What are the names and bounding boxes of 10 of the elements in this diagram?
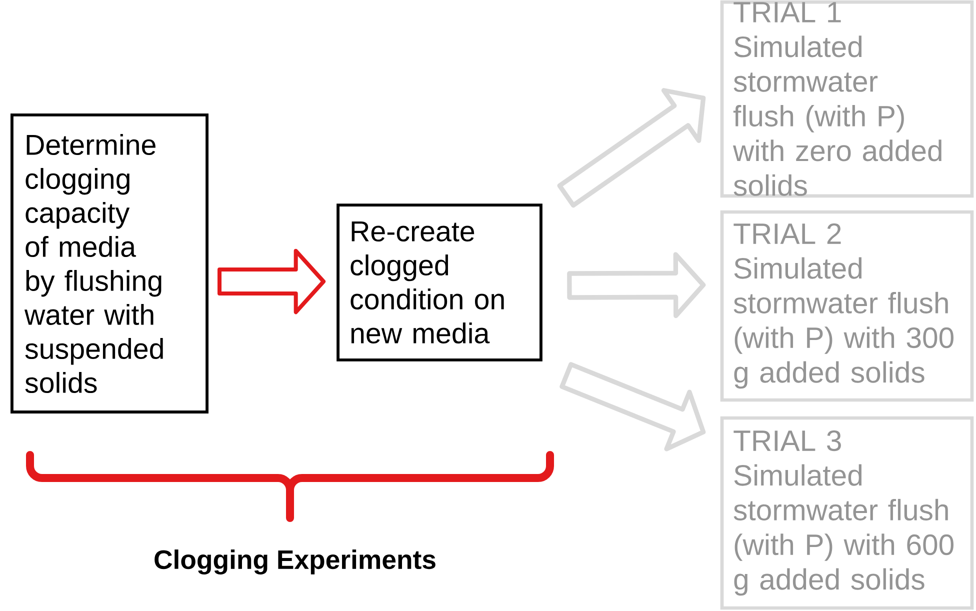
block-arrow <box>218 248 326 314</box>
block-arrow <box>557 88 706 208</box>
block-arrow <box>567 252 706 318</box>
trial-box: TRIAL 3 Simulated stormwater flush (with P) with 600 g added solids <box>720 416 974 610</box>
process-box: Determine clogging capacity of media by flushing water with suspended solids <box>10 114 208 414</box>
trial-box: TRIAL 1 Simulated stormwater flush (with P) with zero added solids <box>720 0 974 198</box>
block-arrow <box>560 362 706 452</box>
trial-box: TRIAL 2 Simulated stormwater flush (with P) with 300 g added solids <box>720 210 974 402</box>
process-box: Re-create clogged condition on new media <box>336 204 542 362</box>
bracket-label: Clogging Experiments <box>154 550 436 574</box>
